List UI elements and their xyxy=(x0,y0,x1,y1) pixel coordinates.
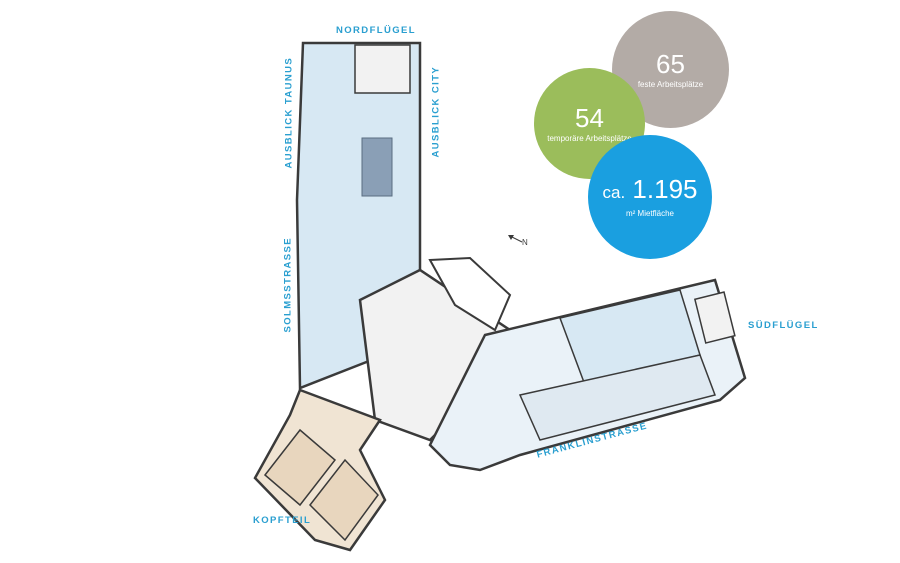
label-ausblick-city: AUSBLICK CITY xyxy=(430,65,442,158)
north-arrow-label: N xyxy=(522,238,528,247)
kopfteil-room-2 xyxy=(309,458,379,542)
label-nordfluegel: NORDFLÜGEL xyxy=(336,25,416,36)
stat-area-value: 1.195 xyxy=(632,174,698,204)
stat-fixed-caption: feste Arbeitsplätze xyxy=(637,79,704,89)
north-core xyxy=(354,44,411,94)
stat-temporary-caption: temporäre Arbeitsplätze xyxy=(547,133,632,143)
stat-area-value-row: ca. 1.195 xyxy=(603,175,698,207)
label-solmsstrasse: SOLMSSTRASSE xyxy=(282,237,294,333)
conference-table xyxy=(361,137,393,197)
south-core xyxy=(693,291,736,344)
stat-area-caption: m² Mietfläche xyxy=(625,209,674,218)
stat-temporary-value: 54 xyxy=(575,102,604,133)
label-suedfluegel: SÜDFLÜGEL xyxy=(748,320,819,331)
stat-rental-area: ca. 1.195 m² Mietfläche xyxy=(588,135,712,259)
north-arrow xyxy=(508,235,523,243)
label-ausblick-taunus: AUSBLICK TAUNUS xyxy=(283,56,295,169)
kopfteil-room xyxy=(263,428,337,507)
south-office-block-2 xyxy=(518,354,716,441)
stat-area-prefix: ca. xyxy=(602,183,626,202)
elevator-block xyxy=(428,256,512,332)
label-kopfteil: KOPFTEIL xyxy=(253,515,312,526)
stat-fixed-value: 65 xyxy=(656,48,685,79)
